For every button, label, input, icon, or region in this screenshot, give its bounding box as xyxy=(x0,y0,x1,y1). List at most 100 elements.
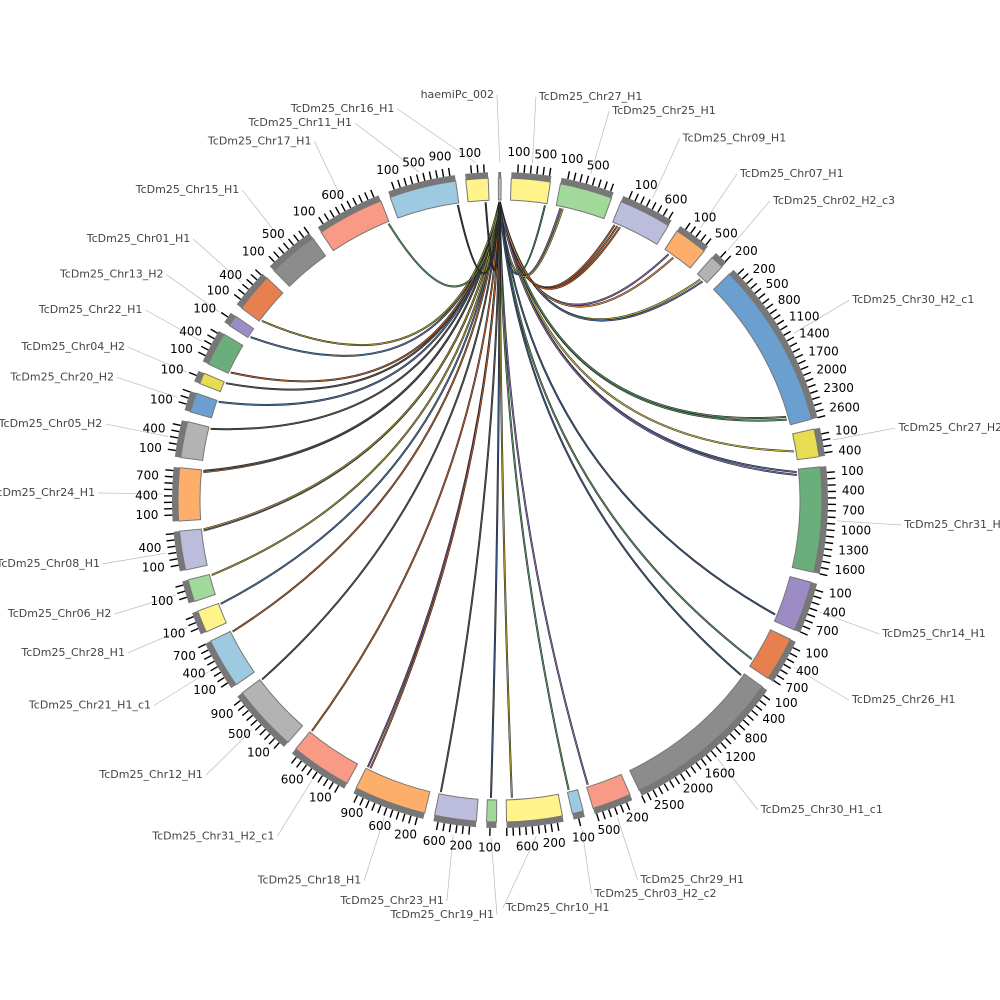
tick-label: 400 xyxy=(838,443,861,457)
tick-mark xyxy=(809,390,818,394)
tick-mark xyxy=(165,532,174,536)
segment-label-leader xyxy=(446,834,454,902)
tick-label: 400 xyxy=(139,541,162,555)
segment-label: TcDm25_Chr04_H2 xyxy=(20,340,125,353)
segment-TcDm25_Chr12_H1 xyxy=(241,679,304,744)
tick-mark xyxy=(241,709,249,717)
tick-label: 800 xyxy=(778,293,801,307)
segment-tick-band xyxy=(794,582,818,633)
tick-mark xyxy=(805,377,814,382)
segment-tick-band xyxy=(593,794,633,815)
tick-mark xyxy=(282,242,290,250)
tick-mark xyxy=(188,621,197,627)
segment-label-leader xyxy=(793,666,850,701)
segment-label: TcDm25_Chr09_H1 xyxy=(682,132,787,145)
tick-mark xyxy=(529,165,532,174)
tick-label: 100 xyxy=(150,393,173,407)
tick-label: 100 xyxy=(193,683,216,697)
tick-mark xyxy=(755,704,763,711)
tick-mark xyxy=(651,202,657,210)
segment-TcDm25_Chr25_H1 xyxy=(555,183,613,220)
tick-mark xyxy=(550,823,554,833)
tick-mark xyxy=(803,371,812,377)
tick-label: 400 xyxy=(823,605,846,619)
tick-label: 100 xyxy=(829,586,852,600)
segment-label-leader xyxy=(145,309,202,342)
tick-mark xyxy=(358,194,363,203)
tick-label: 500 xyxy=(402,155,425,169)
tick-mark xyxy=(185,616,194,621)
segment-TcDm25_Chr05_H2 xyxy=(180,421,210,462)
tick-mark xyxy=(729,733,737,740)
tick-mark xyxy=(273,742,280,750)
tick-mark xyxy=(523,164,526,173)
tick-mark xyxy=(608,809,613,818)
tick-label: 400 xyxy=(842,484,865,498)
segment-label: haemiPc_002 xyxy=(421,88,494,101)
tick-mark xyxy=(786,336,795,342)
tick-mark xyxy=(441,168,445,178)
tick-mark xyxy=(277,246,285,254)
tick-mark xyxy=(824,548,833,551)
tick-label: 200 xyxy=(735,244,758,258)
tick-label: 100 xyxy=(693,211,716,225)
segment-label: TcDm25_Chr27_H2 xyxy=(898,421,1000,434)
tick-mark xyxy=(371,802,376,811)
segment-tick-band xyxy=(202,331,225,364)
tick-mark xyxy=(525,826,528,836)
tick-mark xyxy=(408,815,412,824)
tick-mark xyxy=(259,728,267,736)
link-outline xyxy=(498,201,798,477)
segment-tick-band xyxy=(729,269,818,420)
segment-TcDm25_Chr20_H2 xyxy=(189,392,218,419)
tick-mark xyxy=(435,821,439,831)
tick-label: 500 xyxy=(534,148,557,162)
tick-mark xyxy=(657,205,663,213)
tick-mark xyxy=(795,353,804,359)
tick-mark xyxy=(765,303,774,310)
segment-TcDm25_Chr01_H1 xyxy=(240,277,284,322)
tick-mark xyxy=(246,714,254,722)
segment-label: TcDm25_Chr12_H1 xyxy=(98,768,203,781)
segment-tick-band xyxy=(511,172,552,182)
links-layer xyxy=(203,201,798,798)
tick-mark xyxy=(167,545,176,549)
tick-label: 100 xyxy=(139,441,162,455)
segment-TcDm25_Chr15_H1 xyxy=(273,237,327,288)
tick-mark xyxy=(780,669,788,675)
tick-mark xyxy=(447,167,451,176)
tick-mark xyxy=(822,438,831,441)
segment-label-leader xyxy=(205,729,253,776)
segment-TcDm25_Chr02_H2_c3 xyxy=(696,256,723,284)
tick-mark xyxy=(531,826,534,835)
tick-mark xyxy=(825,535,835,538)
tick-label: 100 xyxy=(309,790,332,804)
segment-label-leader xyxy=(127,627,188,654)
tick-label: 2000 xyxy=(816,363,847,377)
segment-label-leader xyxy=(700,173,738,228)
link xyxy=(232,201,501,632)
tick-mark xyxy=(823,444,832,448)
tick-label: 100 xyxy=(207,283,230,297)
tick-mark xyxy=(178,596,187,601)
tick-label: 1000 xyxy=(841,524,872,538)
tick-label: 500 xyxy=(766,277,789,291)
tick-label: 100 xyxy=(560,152,583,166)
tick-mark xyxy=(233,293,241,300)
tick-mark xyxy=(171,429,180,433)
segment-label: TcDm25_Chr02_H2_c3 xyxy=(772,194,895,207)
segment-tick-band xyxy=(572,811,585,820)
tick-mark xyxy=(759,699,767,706)
tick-label: 500 xyxy=(597,823,620,837)
tick-label: 700 xyxy=(842,504,865,518)
segment-tick-band xyxy=(205,641,237,689)
link xyxy=(261,201,501,680)
link xyxy=(388,201,501,287)
segment-label: TcDm25_Chr31_H2_c1 xyxy=(151,829,274,842)
tick-mark xyxy=(365,800,370,809)
segment-label: TcDm25_Chr28_H1 xyxy=(20,646,125,659)
tick-mark xyxy=(705,238,712,246)
link-outline xyxy=(366,201,501,768)
segment-label-leader xyxy=(616,816,638,880)
tick-mark xyxy=(461,825,464,834)
